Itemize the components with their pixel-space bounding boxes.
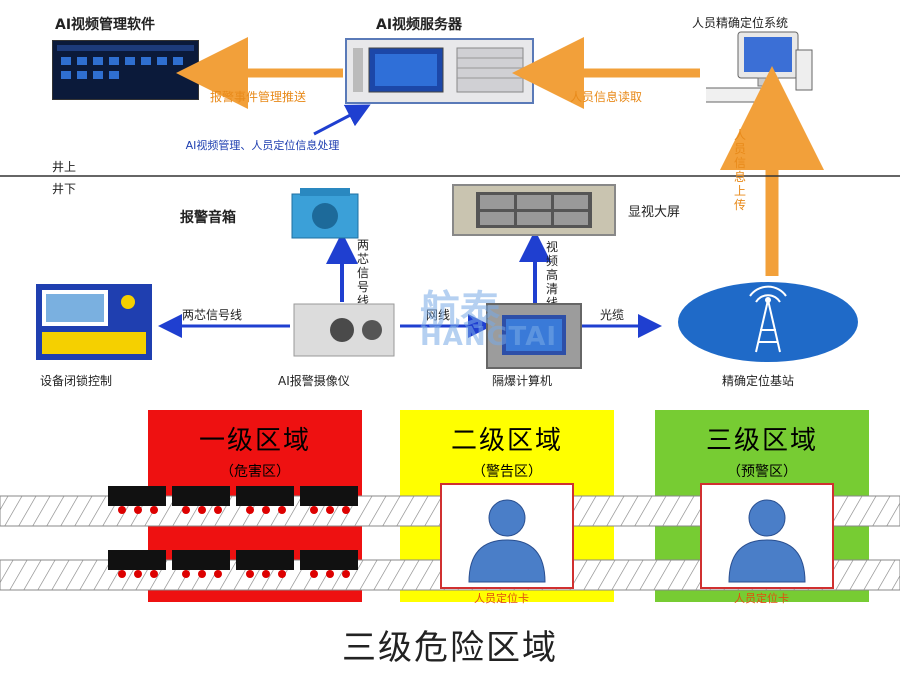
zone-2-title: 二级区域 (450, 426, 563, 456)
two-core-horizontal-label: 两芯信号线 (182, 308, 243, 322)
equipment-lock-label: 设备闭锁控制 (40, 374, 113, 388)
control-panel-icon (36, 284, 152, 360)
person-card-zone3 (700, 483, 834, 589)
zone-3-title: 三级区域 (705, 426, 818, 456)
explosion-proof-pc-device (486, 303, 582, 369)
pc-screen-icon (502, 315, 566, 355)
alarm-push-label: 报警事件管理推送 (210, 90, 307, 104)
monitor-screen-label: 显视大屏 (628, 205, 681, 220)
equipment-lock-device (34, 282, 154, 362)
ai-software-screen (52, 40, 199, 100)
carts-upper (108, 486, 358, 514)
ai-camera-label: AI报警摄像仪 (278, 374, 350, 388)
arrow-ai-mgmt (313, 104, 371, 136)
positioning-system-label: 人员精确定位系统 (692, 16, 789, 30)
zone-2-subtitle: （警告区） (472, 464, 542, 480)
alarm-speaker-device (288, 186, 366, 242)
fiber-label: 光缆 (600, 308, 625, 322)
base-station-label: 精确定位基站 (722, 374, 795, 388)
zone-1-subtitle: （危害区） (220, 464, 290, 480)
bottom-title: 三级危险区域 (342, 628, 558, 668)
above-ground-label: 井上 (52, 160, 77, 174)
software-ui-icon (57, 45, 194, 79)
ai-software-label: AI视频管理软件 (55, 17, 156, 33)
ai-server-label: AI视频服务器 (376, 17, 463, 33)
underground-label: 井下 (52, 182, 77, 196)
ai-mgmt-label: AI视频管理、人员定位信息处理 (185, 139, 340, 152)
card-label-zone2: 人员定位卡 (474, 592, 529, 605)
info-upload-label: 人员信息上传 (733, 128, 746, 212)
person-card-zone2 (440, 483, 574, 589)
video-wall-icon (476, 192, 592, 228)
two-core-vertical-label: 两芯信号线 (356, 238, 369, 308)
monitor-screen-device (452, 184, 616, 236)
card-label-zone3: 人员定位卡 (734, 592, 789, 605)
server-icon (353, 47, 524, 93)
explosion-proof-pc-label: 隔爆计算机 (492, 374, 553, 388)
zone-3-subtitle: （预警区） (727, 464, 797, 480)
camera-icon (293, 303, 395, 357)
alarm-speaker-label: 报警音箱 (180, 210, 236, 226)
watermark-en-text: HANGTAI (420, 322, 558, 352)
carts-lower (108, 550, 358, 578)
ai-camera-device (290, 300, 400, 362)
speaker-icon (291, 188, 359, 239)
antenna-tower-icon (678, 282, 858, 362)
base-station-device (676, 280, 860, 364)
network-label: 网线 (426, 308, 451, 322)
person-info-read-label: 人员信息读取 (570, 90, 643, 104)
zone-1-title: 一级区域 (198, 426, 311, 456)
ai-server-device (345, 38, 534, 104)
watermark-text: 航泰 (420, 288, 500, 334)
